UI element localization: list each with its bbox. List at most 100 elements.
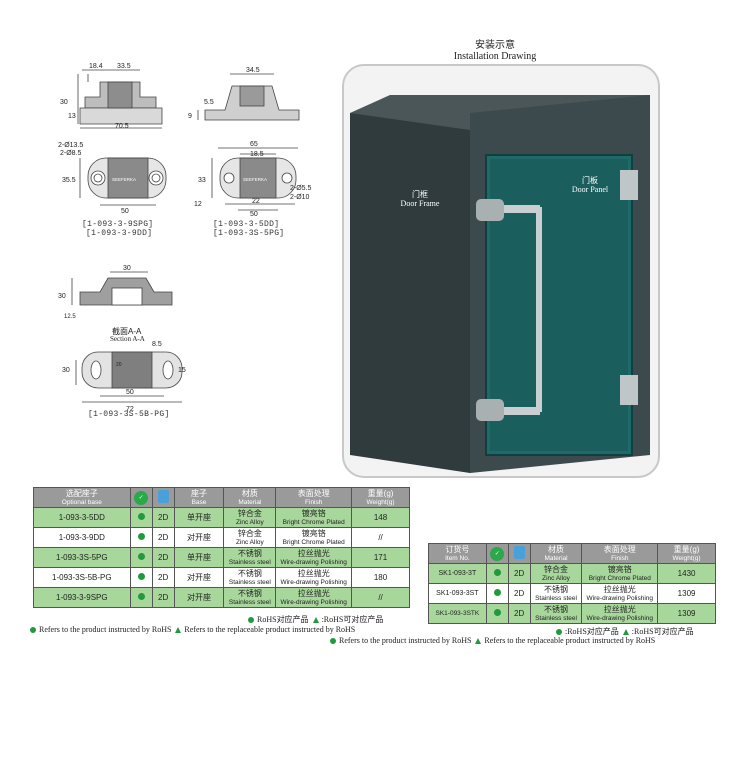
weight-cell: //: [351, 527, 410, 548]
cabinet-illustration: [350, 95, 650, 473]
dim-text: 33: [198, 177, 206, 184]
rohs-dot-icon: [330, 638, 336, 645]
rohs-dot-icon: [248, 617, 254, 624]
dim-text: 2-Ø8.5: [60, 150, 82, 157]
door-panel-label: 门板 Door Panel: [560, 176, 620, 194]
base-cell: 对开座: [173, 527, 225, 548]
drawing-caption: [1-093-3-9DD]: [86, 229, 153, 238]
rohs-cell: [129, 547, 153, 568]
rohs-triangle-icon: [312, 617, 319, 624]
weight-cell: 1430: [657, 563, 716, 584]
cad-cell: 2D: [151, 527, 175, 548]
cad-cell: 2D: [151, 587, 175, 608]
rohs-dot-icon: [493, 609, 501, 616]
item-cell: SK1-093-3STK: [428, 603, 487, 624]
weight-cell: 180: [351, 567, 410, 588]
header-cell: [507, 543, 531, 564]
dim-text: 8.5: [152, 341, 162, 348]
rohs-note-cn: :RoHS对应产品 :RoHS可对应产品: [556, 626, 694, 637]
base-cell: 对开座: [173, 587, 225, 608]
technical-drawings: 18.4 33.5 30 13 70.5 34.5 5.5 9 2-Ø13.5 …: [58, 63, 312, 413]
dim-text: 9: [188, 113, 192, 120]
dim-text: 2-Ø10: [290, 194, 310, 201]
weight-cell: 1309: [657, 603, 716, 624]
dim-text: 18.5: [250, 151, 264, 158]
install-title-en: Installation Drawing: [453, 51, 537, 62]
drawing-caption: [1-093-3S-5PG]: [213, 229, 285, 238]
item-cell: 1-093-3-5DD: [33, 507, 131, 528]
cad-cell: 2D: [507, 583, 531, 604]
dim-text: 30: [60, 99, 68, 106]
base-cell: 单开座: [173, 547, 225, 568]
dim-text: 33.5: [117, 63, 131, 70]
item-cell: SK1-093-3ST: [428, 583, 487, 604]
dim-text: 70.5: [115, 123, 129, 130]
rohs-dot-icon: [493, 589, 501, 596]
weight-cell: 1309: [657, 583, 716, 604]
header-cell: [151, 487, 175, 508]
rohs-note-en: Refers to the product instructed by RoHS…: [330, 636, 655, 645]
install-title: 安装示意 Installation Drawing: [430, 40, 560, 62]
rohs-dot-icon: [137, 593, 145, 600]
base-cell: 对开座: [173, 567, 225, 588]
rohs-cell: [129, 507, 153, 528]
item-cell: 1-093-3-9SPG: [33, 587, 131, 608]
cad-cell: 2D: [151, 567, 175, 588]
dim-text: 22: [252, 198, 260, 205]
door-frame-label: 门框 Door Frame: [390, 190, 450, 208]
rohs-cell: [129, 567, 153, 588]
door-frame-cn: 门框: [412, 190, 428, 199]
dim-text: 12: [194, 201, 202, 208]
dim-text: 34.5: [246, 67, 260, 74]
rohs-cell: [129, 587, 153, 608]
section-label-cn: 截面A-A: [112, 327, 142, 336]
drawing-caption: [1-093-3-9SPG]: [82, 220, 154, 229]
dim-text: 5.5: [204, 99, 214, 106]
dim-text: 50: [121, 208, 129, 215]
dim-text: 30: [58, 293, 66, 300]
dim-text: 35.5: [62, 177, 76, 184]
dim-text: 65: [250, 141, 258, 148]
rohs-note-en: Refers to the product instructed by RoHS…: [30, 625, 355, 634]
install-title-cn: 安装示意: [475, 40, 515, 51]
item-cell: 1-093-3S-5B-PG: [33, 567, 131, 588]
rohs-dot-icon: [137, 533, 145, 540]
door-panel-cn: 门板: [582, 176, 598, 185]
brand-text: SEEFERKA: [112, 177, 136, 182]
rohs-dot-icon: [137, 513, 145, 520]
rohs-triangle-icon: [175, 627, 182, 634]
cad-cell: 2D: [151, 507, 175, 528]
dim-text: 72: [126, 406, 134, 413]
header-cell: 重量(g)Weight(g): [351, 487, 410, 508]
rohs-cell: [485, 603, 509, 624]
rohs-triangle-icon: [622, 629, 629, 636]
dim-text: 50: [126, 389, 134, 396]
cad-cell: 2D: [151, 547, 175, 568]
dim-text: 15: [178, 367, 186, 374]
dim-text: 30: [62, 367, 70, 374]
document-icon: [157, 490, 169, 503]
item-cell: SK1-093-3T: [428, 563, 487, 584]
